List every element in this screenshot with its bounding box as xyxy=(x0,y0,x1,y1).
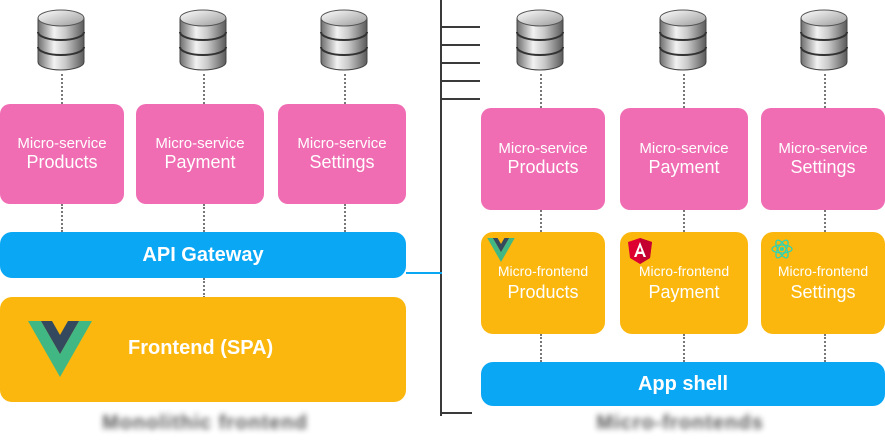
microservice-products-box: Micro-service Products xyxy=(481,108,605,210)
microservice-payment-box: Micro-service Payment xyxy=(136,104,264,204)
microfrontend-label: Micro-frontend xyxy=(638,263,730,279)
microservice-label: Micro-service xyxy=(498,140,588,158)
connector xyxy=(540,74,542,108)
divider-tick xyxy=(442,26,480,28)
gateway-link xyxy=(406,272,442,274)
connector xyxy=(683,334,685,362)
connector xyxy=(824,74,826,108)
microservice-label: Micro-service xyxy=(17,135,107,153)
microservice-label: Micro-service xyxy=(639,140,729,158)
microfrontend-label: Micro-frontend xyxy=(497,263,589,279)
database-icon xyxy=(177,8,229,72)
database-icon xyxy=(798,8,850,72)
microfrontend-label: Micro-frontend xyxy=(777,263,869,279)
microservice-label: Micro-service xyxy=(155,135,245,153)
microservice-settings-box: Micro-service Settings xyxy=(278,104,406,204)
connector xyxy=(683,74,685,108)
api-gateway-bar: API Gateway xyxy=(0,232,406,278)
database-icon xyxy=(318,8,370,72)
microfrontend-payment-box: Micro-frontend Payment xyxy=(620,232,748,334)
connector xyxy=(540,334,542,362)
divider-tick xyxy=(442,44,480,46)
microservice-name: Settings xyxy=(309,152,375,173)
database-icon xyxy=(657,8,709,72)
database-icon xyxy=(35,8,87,72)
api-gateway-label: API Gateway xyxy=(142,243,264,266)
microservice-name: Products xyxy=(26,152,98,173)
microservice-name: Settings xyxy=(790,157,856,178)
frontend-label: Frontend (SPA) xyxy=(128,337,274,359)
microfrontend-name: Payment xyxy=(648,281,720,302)
connector xyxy=(61,74,63,104)
app-shell-label: App shell xyxy=(637,372,728,395)
connector xyxy=(203,278,205,298)
connector xyxy=(683,210,685,232)
connector xyxy=(203,204,205,232)
connector xyxy=(824,334,826,362)
connector xyxy=(344,204,346,232)
connector xyxy=(540,210,542,232)
microservice-products-box: Micro-service Products xyxy=(0,104,124,204)
microservice-label: Micro-service xyxy=(778,140,868,158)
microservice-name: Payment xyxy=(648,157,720,178)
connector xyxy=(344,74,346,104)
microservice-label: Micro-service xyxy=(297,135,387,153)
microfrontend-products-box: Micro-frontend Products xyxy=(481,232,605,334)
left-caption: Monolithic frontend xyxy=(102,412,308,434)
divider-line xyxy=(440,0,442,416)
microservice-name: Products xyxy=(507,157,579,178)
connector xyxy=(824,210,826,232)
microservice-payment-box: Micro-service Payment xyxy=(620,108,748,210)
frontend-spa-box: Frontend (SPA) xyxy=(0,297,406,402)
microfrontend-name: Products xyxy=(507,281,579,302)
divider-tick xyxy=(442,62,480,64)
connector xyxy=(203,74,205,104)
divider-tick xyxy=(442,98,480,100)
microfrontend-name: Settings xyxy=(790,281,856,302)
microfrontend-settings-box: Micro-frontend Settings xyxy=(761,232,885,334)
divider-tick xyxy=(442,80,480,82)
app-shell-bar: App shell xyxy=(481,362,885,406)
connector xyxy=(61,204,63,232)
vue-logo-icon xyxy=(487,238,515,262)
database-icon xyxy=(514,8,566,72)
divider-tick xyxy=(442,412,472,414)
vue-logo-icon xyxy=(28,321,92,377)
right-caption: Micro-frontends xyxy=(596,412,764,434)
react-logo-icon xyxy=(771,239,793,259)
angular-logo-icon xyxy=(628,238,652,264)
microservice-settings-box: Micro-service Settings xyxy=(761,108,885,210)
microservice-name: Payment xyxy=(164,152,236,173)
